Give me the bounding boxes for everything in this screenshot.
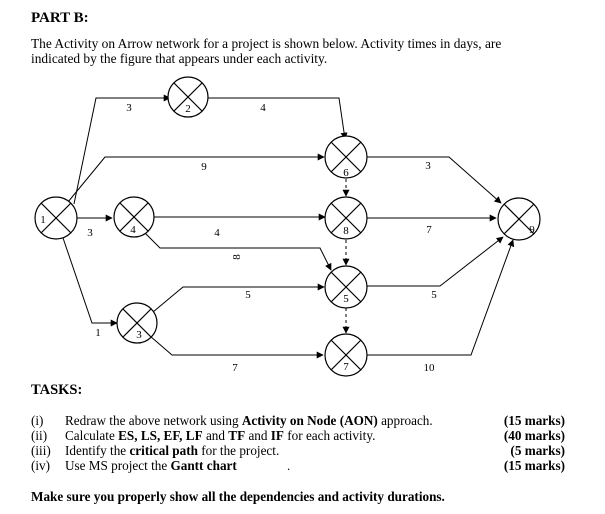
task-2-marks: (40 marks) [503, 428, 565, 443]
activity-arrow-4-5: 8 [144, 232, 332, 271]
task-keyword: TF [228, 428, 246, 443]
node-5-label: 5 [343, 293, 349, 305]
activity-arrow-8-9: 7 [366, 214, 497, 236]
task-item-3: (iii) Identify the critical path for the … [31, 443, 279, 459]
duration-label-7-9: 10 [424, 362, 436, 374]
task-text: Calculate [65, 428, 119, 443]
activity-arrow-1-3: 1 [61, 234, 118, 339]
duration-label-1-6: 9 [201, 161, 207, 173]
node-7-label: 7 [343, 361, 349, 373]
task-text: for the project. [197, 443, 280, 458]
node-6: 6 [324, 135, 368, 179]
duration-label-1-3: 1 [95, 327, 101, 339]
task-text: Identify the [65, 443, 130, 458]
node-4-label: 4 [130, 224, 136, 236]
node-3-label: 3 [136, 329, 142, 341]
task-3-marks: (5 marks) [510, 443, 565, 458]
node-9-label: 9 [529, 224, 535, 236]
task-number: (iii) [31, 443, 51, 458]
node-8-label: 8 [343, 225, 349, 237]
node-2: 2 [167, 76, 209, 118]
task-text: and [245, 428, 271, 443]
task-keyword: Activity on Node (AON) [241, 413, 378, 428]
activity-on-arrow-network: 3 4 9 3 4 8 1 5 7 3 7 5 [34, 76, 541, 377]
task-1-marks: (15 marks) [503, 413, 565, 428]
task-4-marks: (15 marks) [503, 458, 565, 473]
node-3: 3 [116, 302, 158, 344]
task-number: (iv) [31, 458, 51, 473]
task-text: Redraw the above network using [65, 413, 242, 428]
node-4: 4 [113, 196, 155, 238]
task-item-1: (i) Redraw the above network using Activi… [31, 413, 433, 429]
node-8: 8 [324, 196, 368, 240]
task-number: (ii) [31, 428, 48, 443]
task-item-2: (ii)Calculate ES, LS, EF, LF and TF and … [31, 428, 375, 444]
intro-line-1: The Activity on Arrow network for a proj… [31, 36, 502, 51]
task-keyword: ES, LS, EF, LF [118, 428, 203, 443]
node-7: 7 [324, 333, 368, 377]
task-text: Use MS project the [65, 458, 171, 473]
duration-label-4-5: 8 [231, 254, 243, 260]
activity-arrow-6-9: 3 [366, 156, 502, 204]
activity-arrow-1-2: 3 [73, 94, 171, 205]
activity-arrow-3-5: 5 [152, 283, 325, 313]
activity-arrow-7-9: 10 [366, 239, 515, 374]
activity-arrow-1-4: 3 [77, 214, 113, 239]
duration-label-1-2: 3 [126, 102, 132, 114]
node-6-label: 6 [343, 167, 349, 179]
node-1: 1 [34, 196, 78, 240]
task-item-4: (iv) Use MS project the Gantt chart [31, 458, 237, 474]
tasks-heading: TASKS: [31, 382, 83, 398]
stray-dot: . [287, 458, 291, 473]
task-keyword: IF [270, 428, 284, 443]
task-text: and [202, 428, 229, 443]
duration-label-6-9: 3 [425, 160, 431, 172]
duration-label-4-8: 4 [214, 227, 220, 239]
duration-label-3-5: 5 [245, 289, 251, 301]
activity-arrow-4-8: 4 [154, 213, 326, 239]
task-text: for each activity. [283, 428, 376, 443]
task-keyword: Gantt chart [170, 458, 237, 473]
activity-arrow-5-9: 5 [366, 236, 504, 301]
footer-instruction: Make sure you properly show all the depe… [31, 489, 445, 504]
duration-label-2-6: 4 [260, 102, 266, 114]
duration-label-3-7: 7 [232, 362, 238, 374]
node-1-label: 1 [40, 214, 46, 226]
node-9: 9 [497, 197, 541, 241]
node-2-label: 2 [185, 103, 191, 115]
duration-label-5-9: 5 [431, 289, 437, 301]
activity-arrow-1-6: 9 [67, 153, 325, 203]
duration-label-8-9: 7 [426, 224, 432, 236]
intro-paragraph: The Activity on Arrow network for a proj… [31, 36, 591, 66]
task-number: (i) [31, 413, 44, 428]
task-keyword: critical path [129, 443, 198, 458]
intro-line-2: indicated by the figure that appears und… [31, 51, 328, 66]
activity-arrow-2-6: 4 [207, 97, 348, 140]
node-5: 5 [324, 265, 368, 309]
activity-arrow-3-7: 7 [149, 335, 324, 374]
duration-label-1-4: 3 [87, 227, 93, 239]
part-title: PART B: [31, 10, 89, 26]
task-text: approach. [377, 413, 433, 428]
